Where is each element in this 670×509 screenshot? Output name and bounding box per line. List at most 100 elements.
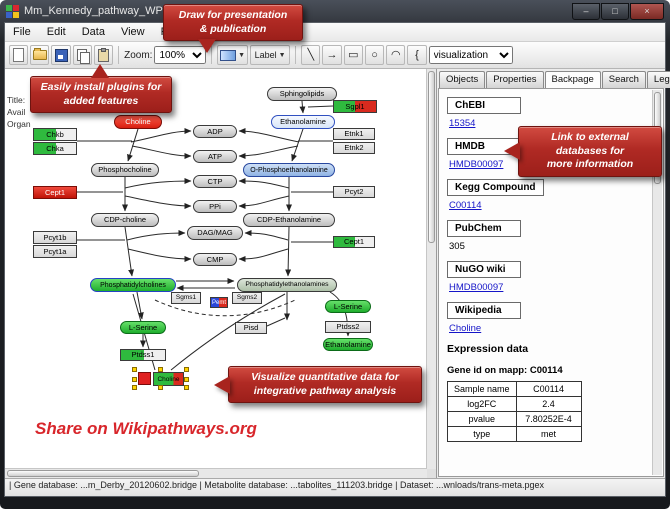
pathway-node[interactable]: L-Serine [325, 300, 371, 313]
visualization-select[interactable]: visualization [428, 46, 513, 64]
oval-tool-icon: ○ [371, 48, 378, 61]
pathway-node[interactable]: Pemt [210, 297, 228, 308]
toolbar-separator [295, 46, 297, 64]
save-button[interactable] [51, 45, 71, 65]
pathway-node[interactable]: Cept1 [33, 186, 77, 199]
pathway-node[interactable]: Cept1 [333, 236, 375, 248]
open-button[interactable] [30, 45, 50, 65]
arc-tool-icon: ◠ [390, 48, 401, 61]
paste-icon [98, 47, 110, 62]
pathway-node[interactable]: DAG/MAG [187, 226, 243, 240]
menu-edit[interactable]: Edit [46, 26, 66, 38]
tab-objects[interactable]: Objects [439, 71, 486, 88]
backpage-section: PubChem 305 [447, 220, 645, 252]
menu-view[interactable]: View [120, 26, 145, 38]
pathway-node[interactable]: Etnk1 [333, 128, 375, 140]
selection-handle[interactable] [184, 385, 189, 390]
pathway-node[interactable]: Sphingolipids [267, 87, 337, 101]
copy-button[interactable] [72, 45, 92, 65]
pathway-node[interactable]: Chka [33, 142, 77, 155]
line-tool-button[interactable]: ╲ [301, 45, 321, 65]
menu-file[interactable]: File [13, 26, 31, 38]
main-area: Title: Avail Organ [5, 69, 670, 478]
selected-node-choline[interactable]: Choline [132, 367, 189, 390]
tab-search[interactable]: Search [601, 71, 646, 88]
backpage-section: ChEBI 15354 [447, 97, 645, 129]
table-cell: C00114 [515, 381, 582, 397]
pathway-node[interactable]: CTP [193, 175, 237, 188]
pathway-node[interactable]: Pcyt1b [33, 231, 77, 244]
pathway-node[interactable]: CDP-Ethanolamine [243, 213, 335, 227]
pathway-node[interactable]: L-Serine [120, 321, 166, 334]
toolbar-separator [211, 46, 213, 64]
table-row: Sample name C00114 [447, 381, 582, 397]
db-link[interactable]: HMDB00097 [449, 282, 504, 293]
pathway-node[interactable]: ATP [193, 150, 237, 163]
brace-tool-button[interactable]: { [407, 45, 427, 65]
vertical-scrollbar-thumb[interactable] [428, 71, 435, 243]
pathway-node[interactable]: Ptdss1 [120, 349, 166, 361]
pathway-canvas[interactable]: Title: Avail Organ [5, 69, 427, 469]
add-datanode-button[interactable]: ▼ [217, 45, 248, 65]
pathway-node[interactable]: Pisd [235, 322, 267, 334]
callout-text: databases for [555, 144, 625, 157]
pathway-node[interactable]: Etnk2 [333, 142, 375, 154]
selection-handle[interactable] [184, 367, 189, 372]
tab-legend[interactable]: Legend [646, 71, 670, 88]
callout-text: & publication [199, 22, 267, 35]
pathway-node[interactable]: Phosphatidylcholines [90, 278, 176, 292]
pathway-node[interactable]: CMP [193, 253, 237, 266]
pathway-node[interactable]: ADP [193, 125, 237, 138]
pathway-node[interactable]: Sgms2 [232, 292, 262, 304]
pathway-node[interactable]: Pcyt1a [33, 245, 77, 258]
pathway-node[interactable]: Phosphatidylethanolamines [237, 278, 337, 292]
db-link[interactable]: Choline [449, 323, 482, 334]
menu-data[interactable]: Data [81, 26, 105, 38]
minimize-button[interactable]: – [572, 2, 600, 20]
oval-tool-button[interactable]: ○ [364, 45, 385, 65]
pathway-node[interactable]: Ptdss2 [325, 321, 371, 333]
pathway-node[interactable]: Sgms1 [171, 292, 201, 304]
maximize-button[interactable]: □ [601, 2, 629, 20]
pathway-node[interactable]: CDP-choline [91, 213, 159, 227]
vertical-scrollbar[interactable] [426, 69, 436, 469]
horizontal-scrollbar-thumb[interactable] [7, 470, 199, 477]
pathway-node[interactable]: Choline [114, 115, 162, 129]
pathway-node[interactable]: Phosphocholine [91, 163, 159, 177]
app-icon [6, 4, 19, 18]
expression-table: Sample name C00114 log2FC 2.4 pvalue 7.8… [447, 381, 582, 442]
tab-backpage[interactable]: Backpage [544, 71, 601, 88]
selection-handle[interactable] [158, 367, 163, 372]
horizontal-scrollbar[interactable] [5, 468, 427, 478]
callout-arrow-left-icon [214, 375, 230, 394]
rectangle-tool-button[interactable]: ▭ [343, 45, 363, 65]
chevron-down-icon: ▼ [238, 51, 246, 59]
paste-button[interactable] [93, 45, 114, 65]
selection-handle[interactable] [132, 385, 137, 390]
arc-tool-button[interactable]: ◠ [386, 45, 406, 65]
selection-handle[interactable] [158, 385, 163, 390]
db-link[interactable]: HMDB00097 [449, 159, 504, 170]
callout-text: added features [63, 94, 139, 107]
selection-handle[interactable] [132, 367, 137, 372]
zoom-select[interactable]: 100% [154, 46, 207, 64]
tab-properties[interactable]: Properties [486, 71, 544, 88]
selection-handle[interactable] [132, 377, 137, 382]
pathway-node[interactable]: Chkb [33, 128, 77, 141]
pathway-node[interactable]: O-Phosphoethanolamine [243, 163, 335, 177]
selection-handle[interactable] [184, 377, 189, 382]
pathway-node[interactable]: PPi [193, 200, 237, 213]
db-link[interactable]: C00114 [449, 200, 482, 211]
pathway-node[interactable]: Ethanolamine [323, 338, 373, 351]
save-icon [54, 48, 68, 62]
pathway-node[interactable]: Sgpl1 [333, 100, 377, 113]
new-file-button[interactable] [9, 45, 29, 65]
scrollbar-corner [427, 469, 436, 478]
add-label-button[interactable]: Label▼ [249, 45, 291, 65]
close-button[interactable]: × [630, 2, 664, 20]
db-link[interactable]: 15354 [449, 118, 476, 129]
pathway-node[interactable]: Pcyt2 [333, 186, 375, 198]
arrow-tool-button[interactable]: → [322, 45, 342, 65]
pathway-node[interactable]: Ethanolamine [271, 115, 335, 129]
